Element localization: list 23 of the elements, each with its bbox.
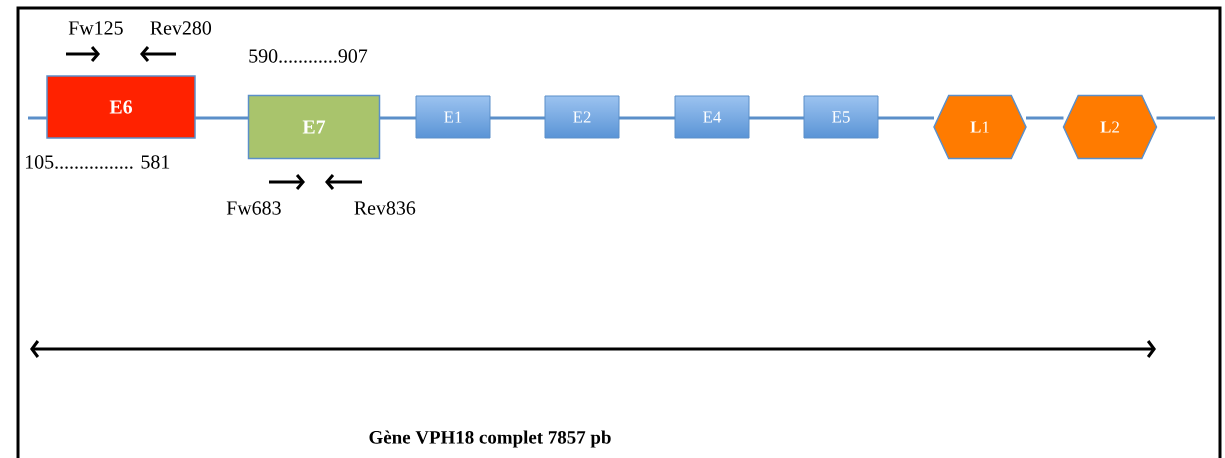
- exon-box: E6: [46, 75, 196, 139]
- gene-hexagon: L2: [1062, 94, 1158, 160]
- backbone-line: [28, 116, 47, 120]
- gene-hexagon: L1: [933, 94, 1027, 160]
- position-label: 590............907: [249, 49, 368, 63]
- primer-label: Fw125: [68, 21, 123, 35]
- exon-box: E7: [247, 94, 381, 160]
- gene-box: E4: [674, 95, 750, 139]
- backbone-line: [619, 116, 675, 120]
- backbone-line: [379, 116, 416, 120]
- gene-box: E2: [544, 95, 620, 139]
- primer-label: Rev836: [354, 201, 416, 215]
- primer-label: Fw683: [226, 201, 281, 215]
- backbone-line: [195, 116, 249, 120]
- caption: Gène VPH18 complet 7857 pb: [369, 430, 611, 448]
- backbone-line: [749, 116, 804, 120]
- gene-box: E1: [415, 95, 491, 139]
- gene-box: E5: [803, 95, 879, 139]
- primer-label: Rev280: [150, 21, 212, 35]
- backbone-line: [1156, 116, 1215, 120]
- backbone-line: [878, 116, 934, 120]
- backbone-line: [1026, 116, 1064, 120]
- backbone-line: [490, 116, 545, 120]
